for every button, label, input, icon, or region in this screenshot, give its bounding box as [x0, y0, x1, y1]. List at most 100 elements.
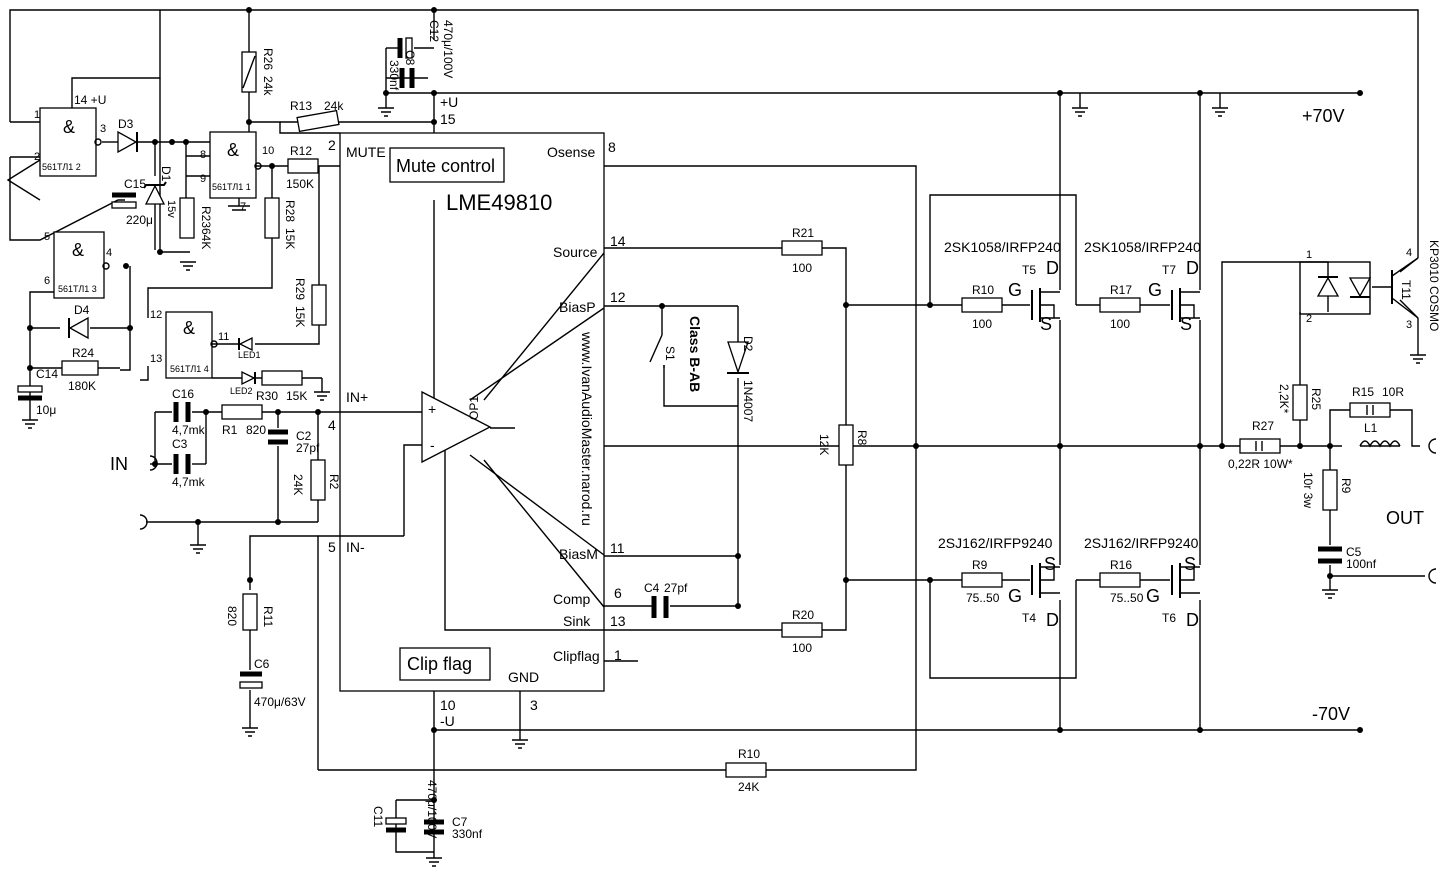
logic-gates: & 561ТЛ1 2 14 +U 1 2 3 & 561ТЛ1 1 8 9 10…: [34, 93, 274, 379]
website-url: www.IvanAudioMaster.narod.ru: [579, 331, 595, 526]
resistor-r10-feedback: [725, 762, 767, 778]
r10-feedback-label: R10: [738, 747, 760, 761]
pin-biasm: BiasM: [559, 546, 598, 562]
r9-output-label: R9: [1339, 478, 1353, 494]
opto-diode-1: [1316, 276, 1340, 297]
t11-pin-4: 4: [1406, 247, 1412, 259]
t6-gate: G: [1146, 586, 1160, 606]
c14-value: 10μ: [36, 403, 56, 417]
ground-icon: [1072, 107, 1088, 117]
r9-output-value: 10r 3w: [1301, 472, 1315, 508]
d2-label: D2: [741, 336, 755, 352]
r28-label: R28: [283, 200, 297, 222]
r10-gate-label: R10: [972, 283, 994, 297]
d1-value: 15v: [165, 200, 177, 218]
t11-pin-2: 2: [1306, 313, 1312, 325]
ground-icon: [228, 205, 250, 211]
t4-source: S: [1044, 554, 1056, 574]
input-label: IN: [110, 454, 128, 474]
l1-label: L1: [1364, 421, 1378, 435]
switch-label: Class B-AB: [687, 316, 703, 392]
diode-d3: [117, 130, 138, 154]
resistor-r21: [781, 240, 823, 256]
c6-label: C6: [254, 657, 270, 671]
r2-value: 24K: [291, 474, 305, 495]
t6-drain: D: [1186, 610, 1199, 630]
c8-label: C8: [403, 50, 417, 66]
opamp-label: OP1: [467, 396, 481, 420]
switch-s1: S1 Class B-AB: [649, 316, 703, 392]
pin-source: Source: [553, 244, 598, 260]
ground-symbols: [22, 107, 1426, 867]
opamp-symbol: [421, 390, 492, 464]
c3-value: 4,7mk: [172, 475, 206, 489]
gate-pin-1: 1: [34, 109, 40, 121]
pin-sink: Sink: [563, 613, 591, 629]
resistor-r30: [261, 370, 303, 386]
ground-icon: [512, 739, 528, 749]
t5-source: S: [1040, 314, 1052, 334]
negative-rail-label: -70V: [1312, 704, 1350, 724]
resistor-r23: [179, 197, 195, 239]
resistor-r27: [1239, 438, 1281, 454]
r21-label: R21: [792, 226, 814, 240]
r29-value: 15K: [293, 306, 307, 327]
r10-feedback-value: 24K: [738, 780, 759, 794]
transistors: 2SK1058/IRFP240 T5 D G S 2SK1058/IRFP240…: [938, 239, 1441, 630]
gate-1-supply: 14 +U: [74, 93, 106, 107]
resistor-r9-gate: [961, 572, 1003, 588]
pin-biasp: BiasP: [559, 299, 596, 315]
pin-number-14: 14: [610, 233, 626, 249]
r12-label: R12: [290, 144, 312, 158]
ground-icon: [378, 107, 394, 117]
pin-number-12: 12: [610, 289, 626, 305]
r15-label: R15: [1352, 385, 1374, 399]
r30-value: 15K: [286, 389, 307, 403]
r23-value: 64K: [199, 228, 213, 249]
c7-label: C7: [452, 815, 468, 829]
led2-label: LED2: [230, 386, 253, 396]
pin-osense: Osense: [547, 144, 595, 160]
t5-gate: G: [1008, 280, 1022, 300]
t11-label: T11: [1399, 280, 1413, 300]
junction-dots: [27, 7, 1363, 803]
ground-icon: [314, 391, 330, 401]
r2-label: R2: [327, 474, 341, 490]
gate-pin-7: 7: [240, 201, 246, 213]
ground-icon: [426, 857, 442, 867]
capacitors: C12 470μ/100V C8 330nf C15 220μ C14 10μ …: [17, 20, 1377, 841]
wiring: [6, 9, 1425, 858]
gate-2: [209, 131, 257, 199]
c15-label: C15: [124, 177, 146, 191]
resistor-r28: [264, 197, 280, 239]
r21-value: 100: [792, 261, 812, 275]
d3-label: D3: [118, 117, 134, 131]
r9-gate-label: R9: [972, 558, 988, 572]
pin-comp: Comp: [553, 591, 591, 607]
pin-number-10: 10: [440, 697, 456, 713]
t7-drain: D: [1186, 258, 1199, 278]
resistor-r15: [1349, 402, 1391, 418]
pin-number-5: 5: [328, 539, 336, 555]
output-jack-icon: [1428, 438, 1437, 454]
r11-label: R11: [261, 606, 275, 627]
c12-label: C12: [427, 20, 441, 42]
r20-label: R20: [792, 608, 814, 622]
gate-pin-4: 4: [106, 247, 112, 259]
pin-vminus: -U: [440, 713, 455, 729]
gate-pin-6: 6: [44, 275, 50, 287]
t11-pin-3: 3: [1406, 319, 1412, 331]
t11-pin-1: 1: [1306, 249, 1312, 261]
r9-gate-value: 75..50: [966, 591, 1000, 605]
t6-label: T6: [1162, 611, 1176, 625]
opamp-minus: -: [430, 437, 435, 453]
led-2: [241, 370, 256, 386]
pin-number-2: 2: [328, 137, 336, 153]
pin-mute: MUTE: [346, 144, 386, 160]
gate-4: [165, 311, 213, 379]
r8-label: R8: [855, 430, 869, 446]
d4-label: D4: [74, 303, 90, 317]
resistor-r13: [296, 109, 340, 133]
c2-label: C2: [296, 429, 312, 443]
